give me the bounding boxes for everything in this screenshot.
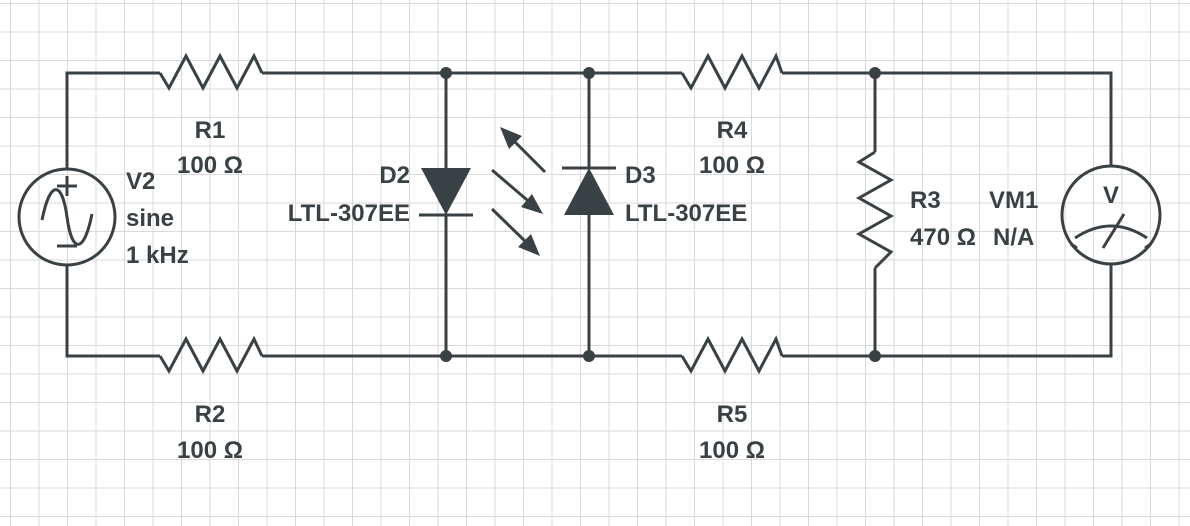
- voltmeter-symbol: V: [1103, 182, 1119, 209]
- v2-frequency: 1 kHz: [126, 242, 189, 269]
- sine-source-icon-v2: [17, 167, 117, 267]
- d3-part: LTL-307EE: [625, 200, 748, 227]
- r3-value: 470 Ω: [910, 224, 976, 251]
- resistor-icon-r5: [680, 335, 784, 375]
- resistor-icon-r2: [158, 335, 264, 375]
- r5-label: R5: [716, 401, 748, 428]
- r2-label: R2: [194, 401, 226, 428]
- r1-label: R1: [194, 117, 226, 144]
- junction-dot: [583, 67, 595, 79]
- light-arrows-icon: [490, 127, 547, 256]
- wire-top-right: [782, 71, 1113, 166]
- wire-left-top: [65, 71, 160, 169]
- led-diode-icon-d2: [419, 168, 473, 217]
- wire-bottom-right: [782, 264, 1113, 358]
- v2-type: sine: [126, 205, 175, 232]
- junction-dot: [869, 67, 881, 79]
- r2-value: 100 Ω: [177, 437, 243, 464]
- d3-label: D3: [625, 162, 656, 189]
- vm1-label: VM1: [989, 187, 1039, 214]
- junction-dot: [440, 350, 452, 362]
- v2-label: V2: [126, 168, 156, 195]
- led-diode-icon-d3: [562, 166, 616, 215]
- junction-dot: [869, 350, 881, 362]
- d2-part: LTL-307EE: [287, 200, 410, 227]
- voltmeter-icon-vm1: [1060, 164, 1162, 266]
- r4-label: R4: [716, 117, 748, 144]
- r4-value: 100 Ω: [699, 152, 765, 179]
- junction-dot: [440, 67, 452, 79]
- r5-value: 100 Ω: [699, 437, 765, 464]
- vm1-value: N/A: [993, 224, 1035, 251]
- resistor-icon-r1: [158, 52, 264, 92]
- d2-label: D2: [379, 162, 410, 189]
- junction-dot: [583, 350, 595, 362]
- resistor-icon-r4: [680, 52, 784, 92]
- r3-label: R3: [910, 187, 941, 214]
- wire-left-bottom: [65, 265, 160, 358]
- resistor-icon-r3: [855, 150, 895, 270]
- r1-value: 100 Ω: [177, 152, 243, 179]
